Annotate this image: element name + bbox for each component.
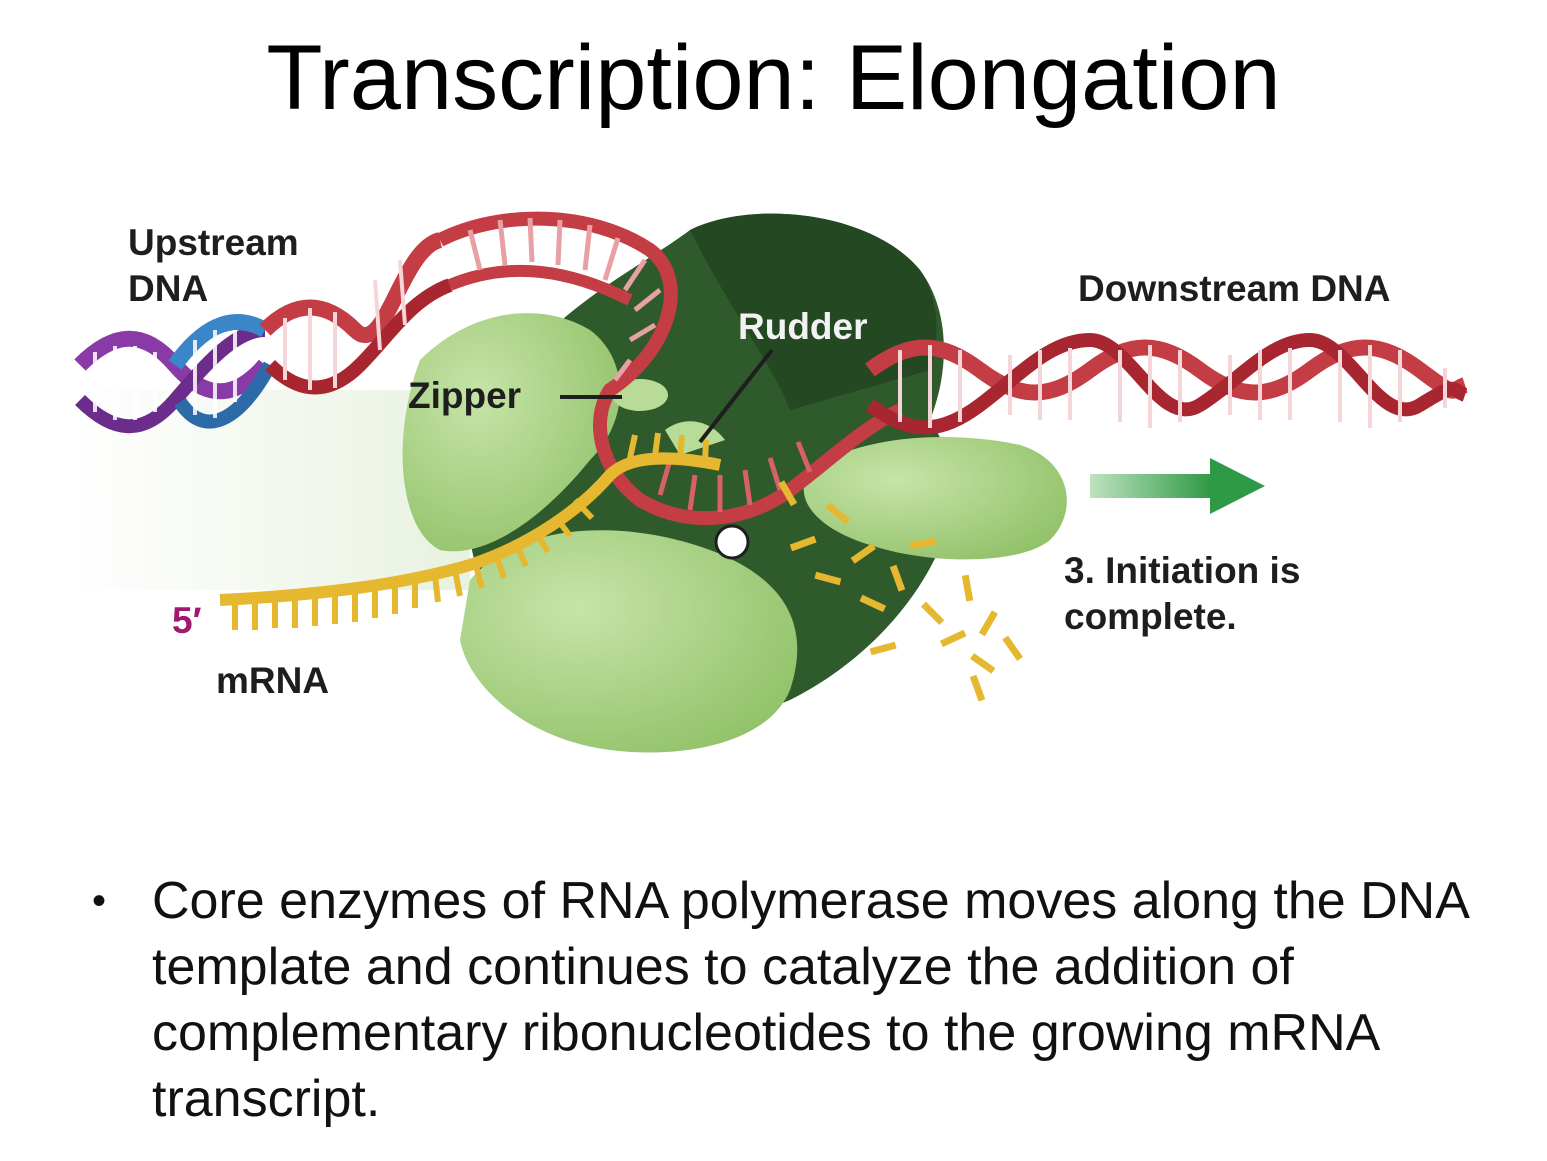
bullet-list: Core enzymes of RNA polymerase moves alo… <box>90 868 1490 1132</box>
mrna-label: mRNA <box>216 660 330 701</box>
mrna-strand <box>219 432 722 630</box>
transcription-diagram: Upstream DNA Downstream DNA Rudder Zippe… <box>70 190 1470 780</box>
upstream-dna-helix <box>74 232 453 434</box>
polymerase-lobe-bottom <box>460 530 798 753</box>
polymerase-lobe-left <box>402 313 620 552</box>
active-site-marker <box>714 524 750 560</box>
zipper-domain <box>612 379 668 411</box>
upstream-dna-label: Upstream DNA <box>128 220 299 313</box>
rudder-leader-line <box>698 348 774 444</box>
upstream-dna-label-line2: DNA <box>128 268 209 310</box>
direction-arrow <box>1090 458 1265 514</box>
transcription-bubble <box>436 211 904 526</box>
slide-title: Transcription: Elongation <box>266 27 1281 129</box>
step-label: 3. Initiation is complete. <box>1064 548 1300 641</box>
zipper-label: Zipper <box>408 375 522 416</box>
polymerase-lobe-right <box>803 437 1067 560</box>
rna-polymerase <box>402 213 1067 753</box>
diagram-graphic <box>70 211 1469 753</box>
free-nucleotides <box>778 480 1023 702</box>
downstream-dna-label: Downstream DNA <box>1078 268 1391 309</box>
step-label-line2: complete. <box>1064 596 1237 638</box>
step-label-line1: 3. Initiation is <box>1064 550 1301 591</box>
rudder-label: Rudder <box>738 306 868 347</box>
upstream-dna-label-line1: Upstream <box>128 222 299 263</box>
downstream-dna-helix <box>865 332 1469 435</box>
five-prime-label: 5′ <box>172 600 202 641</box>
bullet-item: Core enzymes of RNA polymerase moves alo… <box>90 868 1490 1132</box>
